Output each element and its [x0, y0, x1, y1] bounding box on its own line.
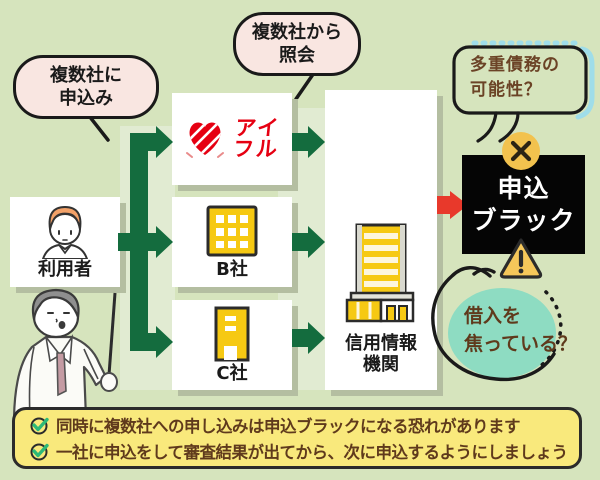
check-circle-icon — [30, 417, 49, 434]
note-row: 同時に複数社への申し込みは申込ブラックになる恐れがあります — [29, 413, 579, 437]
company-c-node: C社 — [172, 300, 292, 390]
arrow-to-a-head — [156, 126, 173, 158]
arrow-b-agency-head — [308, 226, 325, 258]
note-box: 同時に複数社への申し込みは申込ブラックになる恐れがあります 一社に申込をして審査… — [12, 407, 582, 469]
aiful-logo: アイ フル — [184, 116, 282, 161]
check-circle-icon — [30, 443, 49, 460]
apply-bubble-line2: 申込み — [59, 88, 113, 109]
arrow-to-b-head — [156, 226, 173, 258]
aiful-logo-line1: アイ — [233, 116, 282, 140]
arrow-to-c-head — [156, 326, 173, 358]
result-node: 申込 ブラック — [462, 155, 585, 254]
arrow-c-agency-shaft — [292, 329, 309, 347]
instructor-illustration — [12, 288, 118, 418]
inquiry-bubble-line1: 複数社から — [252, 21, 342, 43]
warning-triangle-icon — [499, 238, 543, 279]
company-b-label: B社 — [216, 259, 248, 281]
debt-bubble-line2: 可能性？ — [470, 79, 542, 100]
note-row: 一社に申込をして審査結果が出てから、次に申込するようにしましょう — [29, 439, 579, 463]
debt-bubble-text: 多重債務の 可能性？ — [470, 53, 560, 102]
note-text-2: 一社に申込をして審査結果が出てから、次に申込するようにしましょう — [56, 443, 568, 462]
cross-circle-icon — [502, 132, 540, 170]
rush-bubble-line1: 借入を — [464, 305, 522, 327]
office-building-icon — [345, 223, 415, 323]
arrow-c-agency-head — [308, 322, 325, 354]
rush-bubble-text: 借入を 焦っている？ — [464, 303, 577, 358]
building-c-icon — [214, 306, 250, 362]
aiful-logo-text: アイ フル — [231, 116, 282, 161]
result-line1: 申込 — [497, 174, 550, 204]
company-c-label: C社 — [216, 363, 248, 385]
debt-bubble — [452, 40, 595, 143]
aiful-logo-line2: フル — [231, 137, 281, 161]
result-line2: ブラック — [471, 205, 576, 235]
inquiry-bubble: 複数社から 照会 — [233, 12, 361, 76]
apply-bubble: 複数社に 申込み — [13, 55, 159, 119]
arrow-result-shaft — [437, 196, 450, 214]
company-a-node: アイ フル — [172, 93, 292, 185]
arrow-b-agency-shaft — [292, 233, 309, 251]
rush-bubble — [431, 266, 563, 382]
arrow-a-agency-head — [308, 126, 325, 158]
agency-label-line2: 機関 — [363, 354, 399, 376]
agency-label-line1: 信用情報 — [345, 332, 417, 354]
arrow-to-b-shaft — [118, 233, 157, 251]
apply-bubble-line1: 複数社に — [50, 64, 122, 86]
agency-node: 信用情報 機関 — [325, 90, 437, 390]
arrow-a-agency-shaft — [292, 133, 309, 151]
arrow-to-c-shaft — [148, 333, 157, 351]
aiful-heart-icon — [186, 122, 224, 158]
user-label: 利用者 — [38, 259, 92, 281]
debt-bubble-line1: 多重債務の — [470, 55, 560, 75]
user-node: 利用者 — [10, 197, 120, 287]
arrow-to-a-shaft — [148, 133, 157, 151]
rush-bubble-line2: 焦っている？ — [464, 332, 578, 355]
inquiry-bubble-line2: 照会 — [279, 45, 315, 66]
building-b-icon — [206, 205, 258, 257]
note-text-1: 同時に複数社への申し込みは申込ブラックになる恐れがあります — [56, 417, 521, 436]
company-b-node: B社 — [172, 197, 292, 287]
person-icon — [41, 206, 89, 260]
